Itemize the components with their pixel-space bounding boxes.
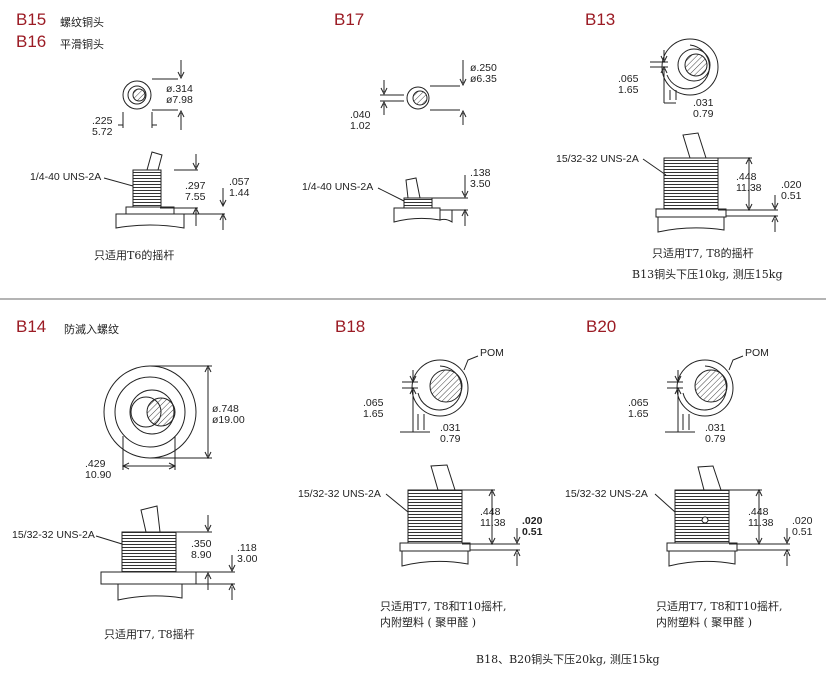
b13-a-in: .065 — [618, 73, 639, 85]
b17-height-mm: 3.50 — [470, 178, 491, 190]
b14-width-mm: 10.90 — [85, 469, 112, 481]
b15-clearance-mm: 1.44 — [229, 187, 250, 199]
b13-note-1: 只适用T7, T8的摇杆 — [652, 247, 754, 260]
section-divider — [0, 298, 826, 300]
b20-height-in: .448 — [748, 506, 769, 518]
b18-note-2: 内附塑料 ( 聚甲醛 ) — [380, 616, 477, 629]
b18-thread-spec: 15/32-32 UNS-2A — [298, 488, 381, 500]
b18-clearance-in: .020 — [522, 515, 543, 527]
b17-width-mm: 1.02 — [350, 120, 371, 132]
b15-top-view — [118, 60, 185, 130]
b17-width-in: .040 — [350, 109, 371, 121]
b17-top-view — [380, 60, 467, 125]
b13-b-mm: 0.79 — [693, 108, 714, 120]
b17-dia-in: ø.250 — [470, 62, 497, 74]
b15-desc: 螺纹铜头 — [60, 16, 104, 29]
b15-code: B15 — [16, 10, 47, 29]
b14-code: B14 — [16, 317, 47, 336]
b17-side-view — [377, 175, 469, 226]
b15-height-mm: 7.55 — [185, 191, 206, 203]
b20-a-in: .065 — [628, 397, 649, 409]
b20-note-2: 内附塑料 ( 聚甲醛 ) — [656, 616, 753, 629]
b15-note: 只适用T6的摇杆 — [94, 249, 175, 262]
b14-dia-mm: ø19.00 — [212, 414, 245, 426]
b14-dia-in: ø.748 — [212, 403, 239, 415]
b17-dia-mm: ø6.35 — [470, 73, 497, 85]
b14-width-in: .429 — [85, 458, 106, 470]
b15-dia-in: ø.314 — [166, 83, 193, 95]
b18-side-view — [385, 464, 521, 567]
b18-note-1: 只适用T7, T8和T10摇杆, — [380, 600, 507, 613]
b14-clearance-in: .118 — [237, 542, 257, 554]
b13-b-in: .031 — [693, 97, 714, 109]
b15-dia-mm: ø7.98 — [166, 94, 193, 106]
b20-b-mm: 0.79 — [705, 433, 726, 445]
b20-b-in: .031 — [705, 422, 726, 434]
b13-height-mm: 11.38 — [736, 182, 762, 194]
b20-thread-spec: 15/32-32 UNS-2A — [565, 488, 648, 500]
b18-b-in: .031 — [440, 422, 461, 434]
b13-a-mm: 1.65 — [618, 84, 639, 96]
b15-thread-spec: 1/4-40 UNS-2A — [30, 171, 102, 183]
b18-top-view — [400, 355, 479, 433]
b20-a-mm: 1.65 — [628, 408, 649, 420]
b13-code: B13 — [585, 10, 616, 29]
b15-height-in: .297 — [185, 180, 206, 192]
b14-clearance-mm: 3.00 — [237, 553, 258, 565]
b16-desc: 平滑铜头 — [60, 38, 104, 51]
b20-code: B20 — [586, 317, 617, 336]
b16-code: B16 — [16, 32, 47, 51]
b13-height-in: .448 — [736, 171, 757, 183]
b20-side-view — [654, 465, 791, 567]
b13-side-view — [642, 132, 779, 233]
b14-thread-spec: 15/32-32 UNS-2A — [12, 529, 95, 541]
b13-note-2: B13铜头下压10kg, 测压15kg — [632, 268, 783, 281]
b15-clearance-in: .057 — [229, 176, 250, 188]
bottom-note: B18、B20铜头下压20kg, 测压15kg — [476, 653, 660, 666]
b17-height-in: .138 — [470, 167, 491, 179]
b20-clearance-mm: 0.51 — [792, 526, 813, 538]
b14-height-in: .350 — [191, 538, 212, 550]
b14-side-view — [95, 505, 236, 601]
b14-desc: 防滅入螺纹 — [64, 323, 119, 336]
b13-thread-spec: 15/32-32 UNS-2A — [556, 153, 639, 165]
b14-height-mm: 8.90 — [191, 549, 212, 561]
b14-note: 只适用T7, T8摇杆 — [104, 628, 195, 641]
b15-width-mm: 5.72 — [92, 126, 113, 138]
b15-width-in: .225 — [92, 115, 113, 127]
b18-height-mm: 11.38 — [480, 517, 506, 529]
b20-clearance-in: .020 — [792, 515, 813, 527]
b17-thread-spec: 1/4-40 UNS-2A — [302, 181, 374, 193]
b20-pom-label: POM — [745, 347, 769, 359]
b20-height-mm: 11.38 — [748, 517, 774, 529]
b20-note-1: 只适用T7, T8和T10摇杆, — [656, 600, 783, 613]
b15-side-view — [103, 151, 227, 230]
b13-clearance-mm: 0.51 — [781, 190, 802, 202]
b14-top-view — [103, 364, 212, 470]
b20-top-view — [665, 355, 744, 433]
b18-a-in: .065 — [363, 397, 384, 409]
b18-code: B18 — [335, 317, 366, 336]
b13-top-view — [650, 38, 719, 104]
b13-clearance-in: .020 — [781, 179, 802, 191]
b18-height-in: .448 — [480, 506, 501, 518]
b18-a-mm: 1.65 — [363, 408, 384, 420]
b17-code: B17 — [334, 10, 365, 29]
b18-clearance-mm: 0.51 — [522, 526, 543, 538]
b18-b-mm: 0.79 — [440, 433, 461, 445]
b18-pom-label: POM — [480, 347, 504, 359]
